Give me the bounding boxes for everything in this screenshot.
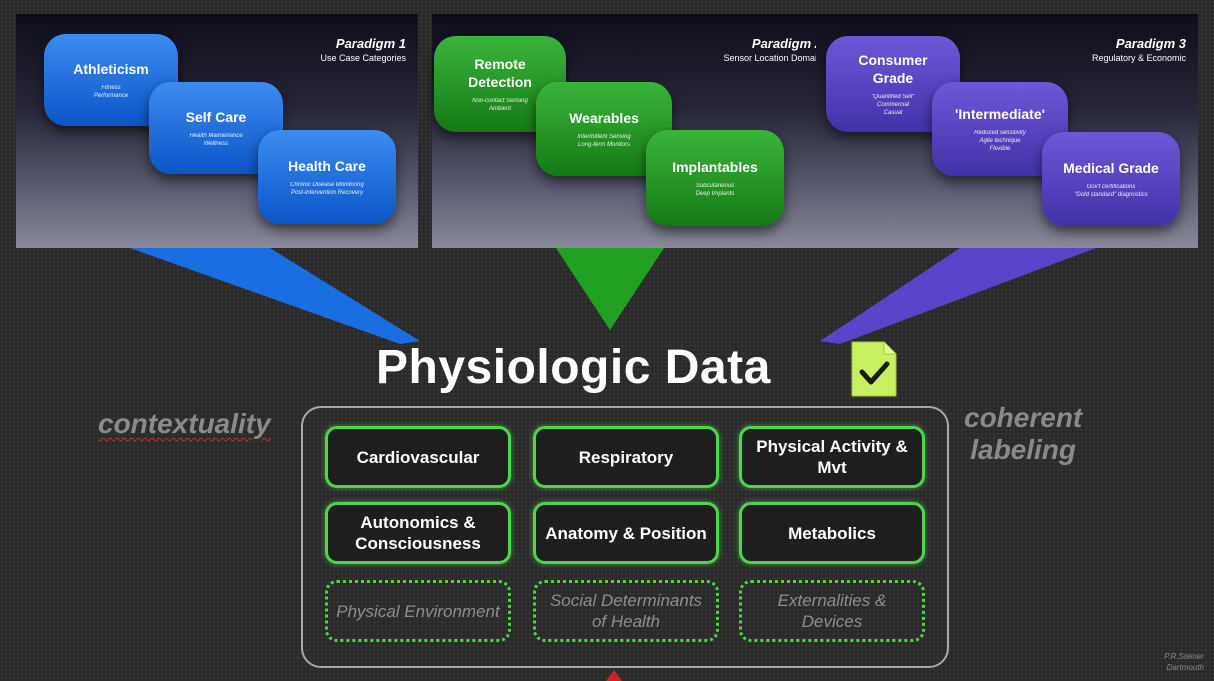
paradigm-1-heading: Paradigm 1 Use Case Categories: [320, 36, 406, 63]
signature-line2: Dartmouth: [1166, 663, 1204, 672]
bubble-subtitle: Health Maintenance Wellness: [189, 133, 243, 147]
category-anatomy-position: Anatomy & Position: [533, 502, 719, 564]
data-categories-container: Cardiovascular Respiratory Physical Acti…: [301, 406, 949, 668]
bubble-athleticism: Athleticism Fitness Performance: [44, 34, 178, 126]
paradigm-3-heading: Paradigm 3 Regulatory & Economic: [1092, 36, 1186, 63]
bubble-title: Remote Detection: [468, 56, 532, 90]
paradigm-3-subtitle: Regulatory & Economic: [1091, 53, 1186, 63]
bubble-title: Consumer Grade: [858, 52, 928, 86]
bottom-arrow-icon: [606, 670, 622, 681]
context-social-determinants: Social Determinants of Health: [533, 580, 719, 642]
converging-arrows: [130, 248, 1096, 344]
bubble-health-care: Health Care Chronic Disease Monitoring P…: [258, 130, 396, 224]
green-arrow: [556, 248, 664, 330]
context-externalities-devices: Externalities & Devices: [739, 580, 925, 642]
bubble-title: Wearables: [569, 110, 639, 126]
category-cardiovascular: Cardiovascular: [325, 426, 511, 488]
coherent-label-line1: coherent: [964, 402, 1083, 433]
coherent-label-line2: labeling: [970, 434, 1077, 465]
paradigm-2-heading: Paradigm 2 Sensor Location Domain: [723, 36, 822, 63]
bubble-title: Medical Grade: [1063, 160, 1159, 176]
bubble-subtitle: Non-contact Sensing Ambient: [472, 98, 528, 112]
document-check-icon: [851, 341, 897, 397]
signature-line1: P.R.Steiner: [1164, 652, 1204, 661]
paradigm-1-panel: Paradigm 1 Use Case Categories Athletici…: [16, 14, 418, 248]
bubble-implantables: Implantables Subcutaneous Deep Implants: [646, 130, 784, 226]
blue-arrow: [130, 248, 420, 344]
bubble-title: Health Care: [288, 158, 366, 174]
paradigm-3-title: Paradigm 3: [1115, 36, 1186, 51]
author-signature: P.R.Steiner Dartmouth: [1164, 651, 1204, 673]
paradigm-2-subtitle: Sensor Location Domain: [723, 53, 822, 63]
bubble-title: Athleticism: [73, 61, 149, 77]
context-physical-environment: Physical Environment: [325, 580, 511, 642]
bubble-subtitle: Fitness Performance: [93, 85, 129, 99]
bubble-subtitle: Chronic Disease Monitoring Post-interven…: [290, 182, 364, 196]
bubble-subtitle: Intermittent Sensing Long-term Monitors: [577, 134, 631, 148]
category-respiratory: Respiratory: [533, 426, 719, 488]
bubble-subtitle: Reduced sensitivity Agile technique Flex…: [974, 130, 1026, 152]
bubble-title: 'Intermediate': [955, 106, 1045, 122]
paradigm-1-title: Paradigm 1: [335, 36, 406, 51]
contextuality-label: contextuality: [98, 408, 271, 439]
bubble-medical-grade: Medical Grade Gov't certifications "Gold…: [1042, 132, 1180, 226]
paradigm-2-title: Paradigm 2: [751, 36, 822, 51]
category-metabolics: Metabolics: [739, 502, 925, 564]
purple-arrow: [820, 248, 1096, 344]
paradigm-2-panel: Paradigm 2 Sensor Location Domain Remote…: [432, 14, 834, 248]
bubble-subtitle: "Quantified Self" Commercial Casual: [871, 94, 915, 116]
coherent-labeling-label: coherent labeling: [964, 402, 1082, 466]
bubble-subtitle: Subcutaneous Deep Implants: [695, 183, 735, 197]
bubble-title: Self Care: [185, 109, 247, 125]
category-physical-activity: Physical Activity & Mvt: [739, 426, 925, 488]
category-autonomics: Autonomics & Consciousness: [325, 502, 511, 564]
paradigm-3-panel: Paradigm 3 Regulatory & Economic Consume…: [816, 14, 1198, 248]
page-title: Physiologic Data: [376, 341, 771, 394]
bubble-title: Implantables: [672, 159, 758, 175]
bubble-subtitle: Gov't certifications "Gold standard" dia…: [1074, 184, 1148, 198]
paradigm-1-subtitle: Use Case Categories: [320, 53, 406, 63]
